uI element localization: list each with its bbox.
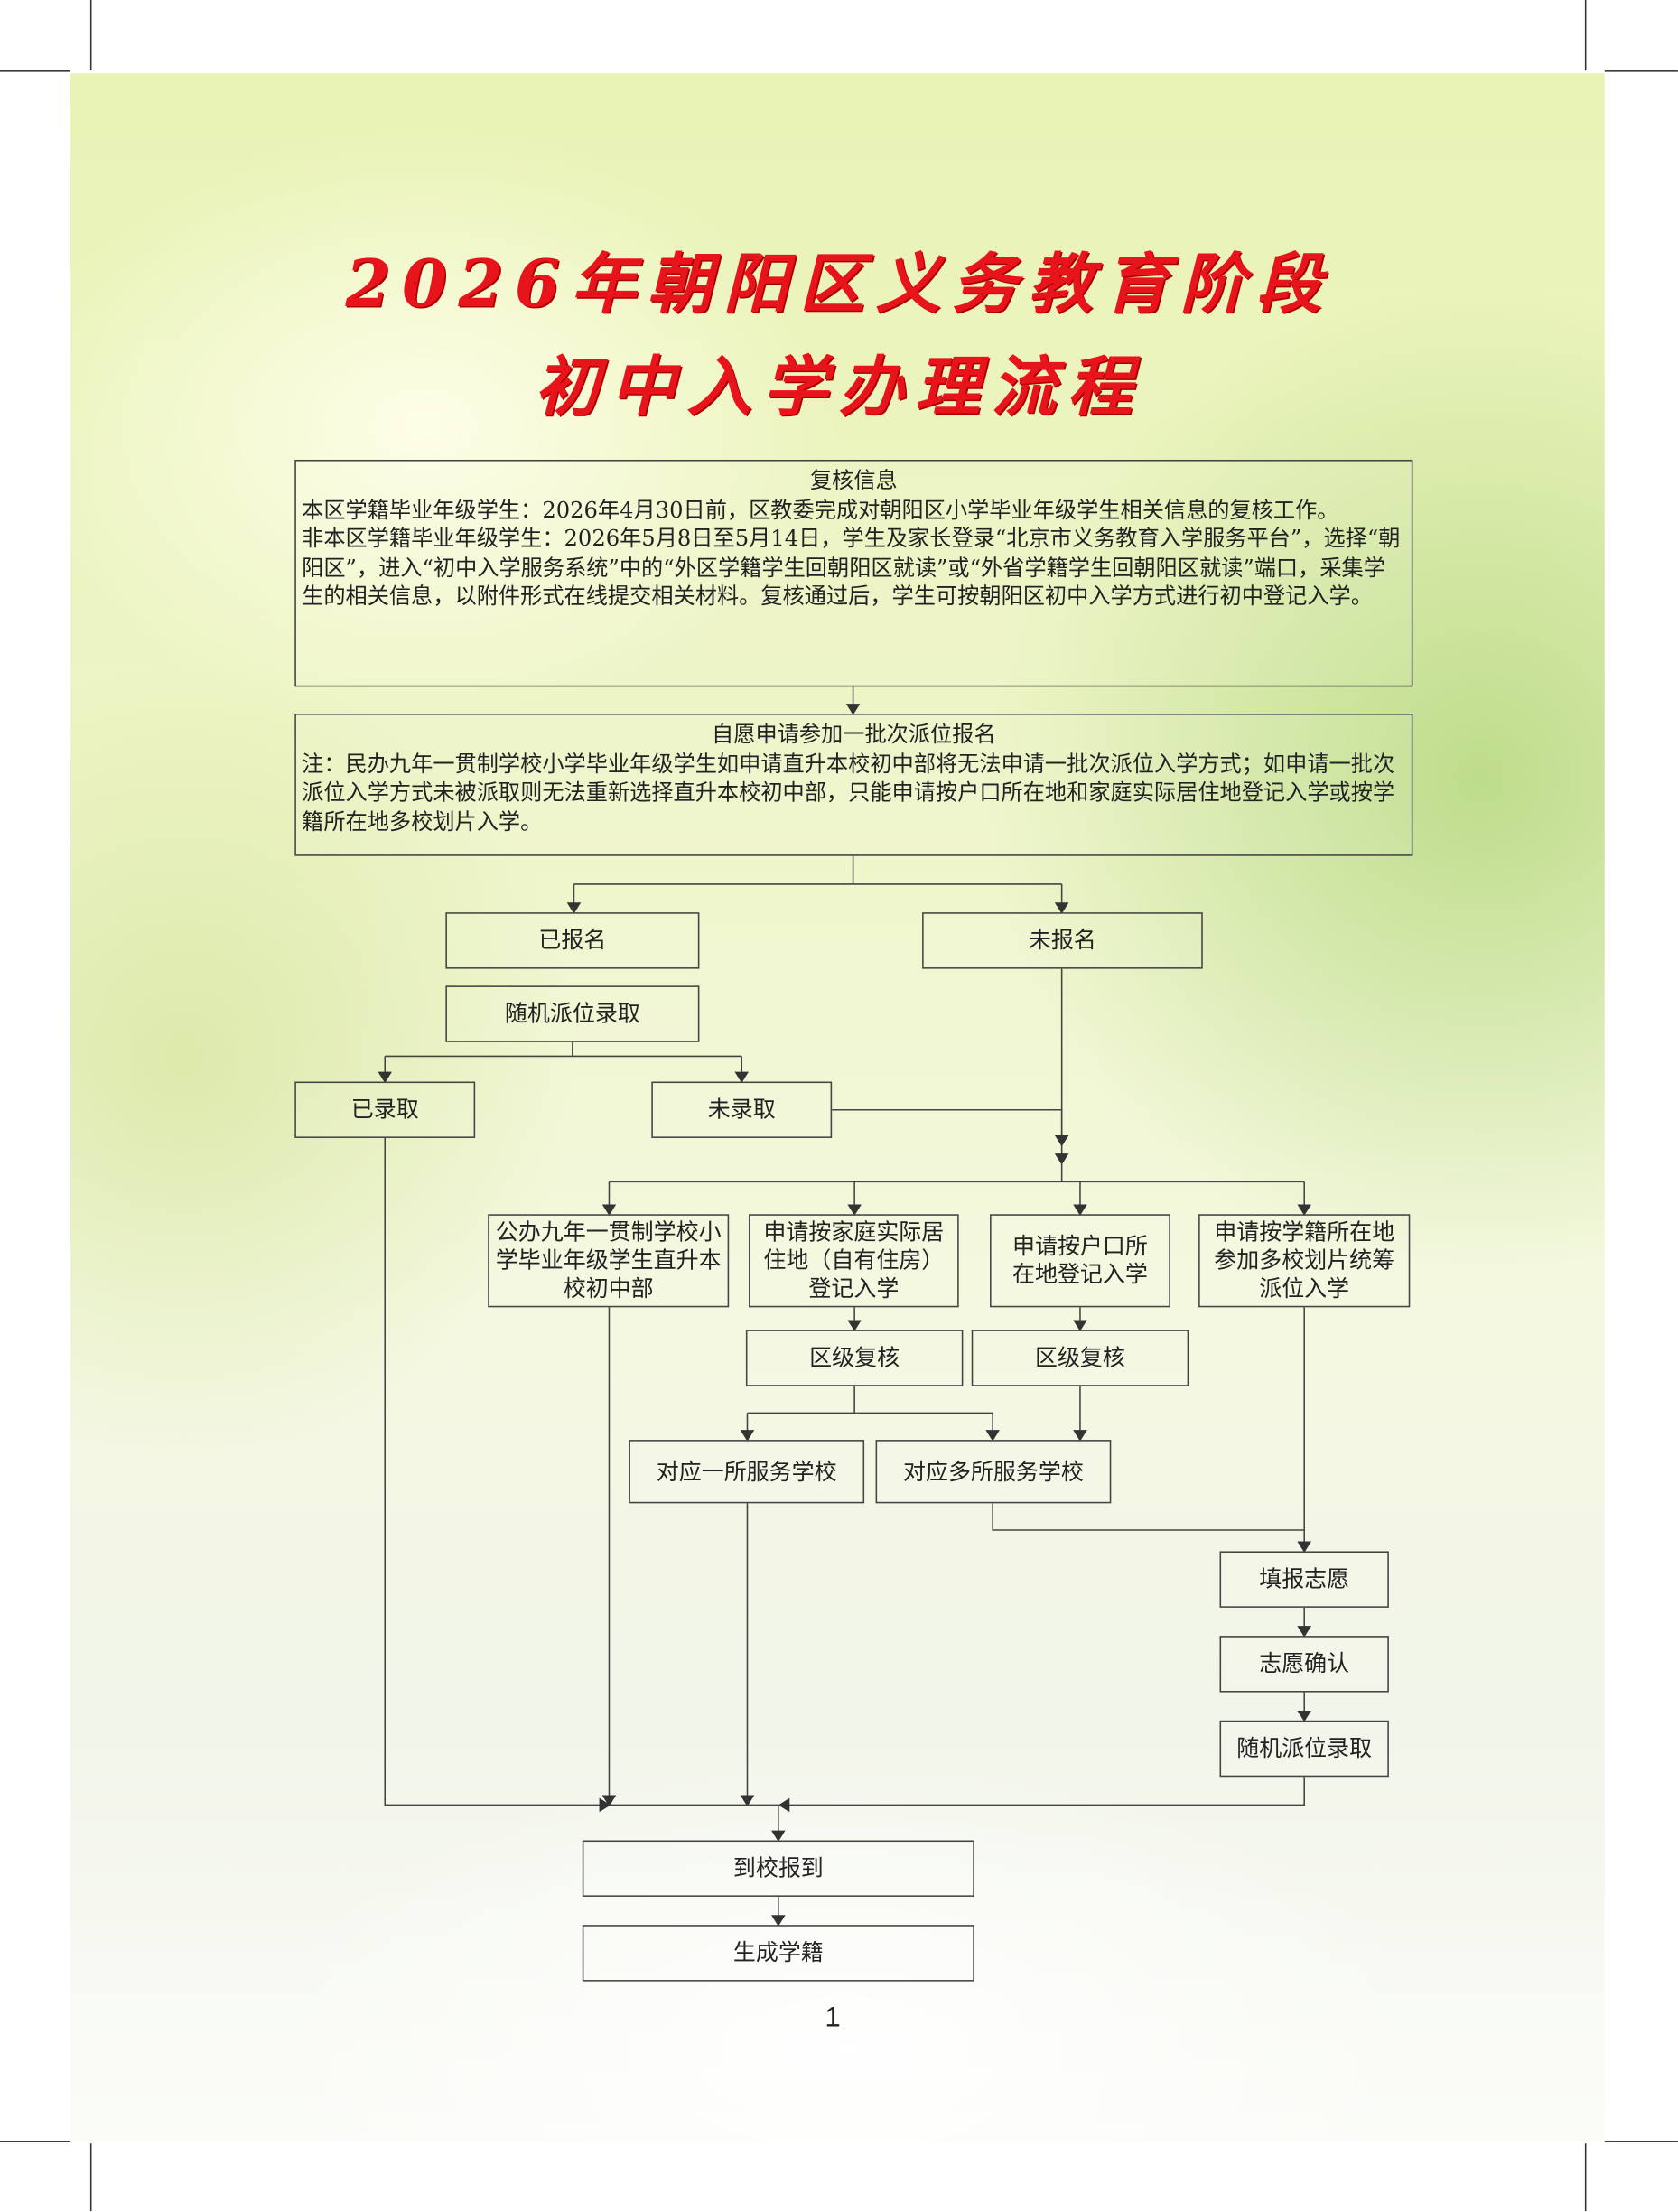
node-confirm-wish: 志愿确认 — [1219, 1636, 1389, 1693]
crop-mark — [1604, 70, 1678, 72]
node-by-residence: 申请按家庭实际居住地（自有住房）登记入学 — [749, 1214, 959, 1308]
node-admitted: 已录取 — [294, 1081, 476, 1138]
node-fill-wish: 填报志愿 — [1219, 1551, 1389, 1608]
crop-mark — [89, 0, 92, 71]
node-report-school: 到校报到 — [582, 1840, 974, 1897]
node-district-review-2: 区级复核 — [971, 1330, 1189, 1386]
title-line-2: 初中入学办理流程 — [534, 348, 1144, 425]
node-by-hukou: 申请按户口所在地登记入学 — [990, 1214, 1170, 1308]
node-multi-school: 对应多所服务学校 — [875, 1440, 1112, 1504]
node-random-lottery-2: 随机派位录取 — [1219, 1720, 1389, 1778]
crop-mark — [1584, 2143, 1587, 2212]
page-number: 1 — [825, 2002, 841, 2034]
node-registered: 已报名 — [445, 912, 700, 969]
node-one-school: 对应一所服务学校 — [629, 1440, 865, 1504]
node-public-direct: 公办九年一贯制学校小学毕业年级学生直升本校初中部 — [488, 1214, 730, 1308]
green-background — [70, 73, 1605, 2142]
node-not-registered: 未报名 — [922, 912, 1203, 969]
node-district-review-1: 区级复核 — [745, 1330, 964, 1386]
crop-mark — [89, 2143, 92, 2212]
lottery-signup-heading: 自愿申请参加一批次派位报名 — [712, 722, 996, 748]
crop-mark — [1584, 0, 1587, 71]
crop-mark — [1604, 2141, 1678, 2142]
verify-info-local: 本区学籍毕业年级学生：2026年4月30日前，区教委完成对朝阳区小学毕业年级学生… — [302, 497, 1339, 523]
verify-info-nonlocal: 非本区学籍毕业年级学生：2026年5月8日至5月14日，学生及家长登录“北京市义… — [302, 526, 1401, 610]
node-not-admitted: 未录取 — [651, 1081, 833, 1138]
crop-mark — [0, 70, 71, 72]
node-random-lottery: 随机派位录取 — [445, 985, 700, 1042]
title-line-1: 2026年朝阳区义务教育阶段 — [345, 245, 1333, 322]
lottery-signup-box: 自愿申请参加一批次派位报名 注：民办九年一贯制学校小学毕业年级学生如申请直升本校… — [294, 714, 1413, 856]
node-by-school-roll: 申请按学籍所在地参加多校划片统筹派位入学 — [1198, 1214, 1411, 1308]
lottery-signup-note: 注：民办九年一贯制学校小学毕业年级学生如申请直升本校初中部将无法申请一批次派位入… — [302, 751, 1395, 835]
crop-mark — [0, 2141, 71, 2142]
node-generate-roll: 生成学籍 — [582, 1925, 974, 1982]
verify-info-heading: 复核信息 — [809, 468, 898, 494]
verify-info-box: 复核信息 本区学籍毕业年级学生：2026年4月30日前，区教委完成对朝阳区小学毕… — [294, 459, 1413, 687]
